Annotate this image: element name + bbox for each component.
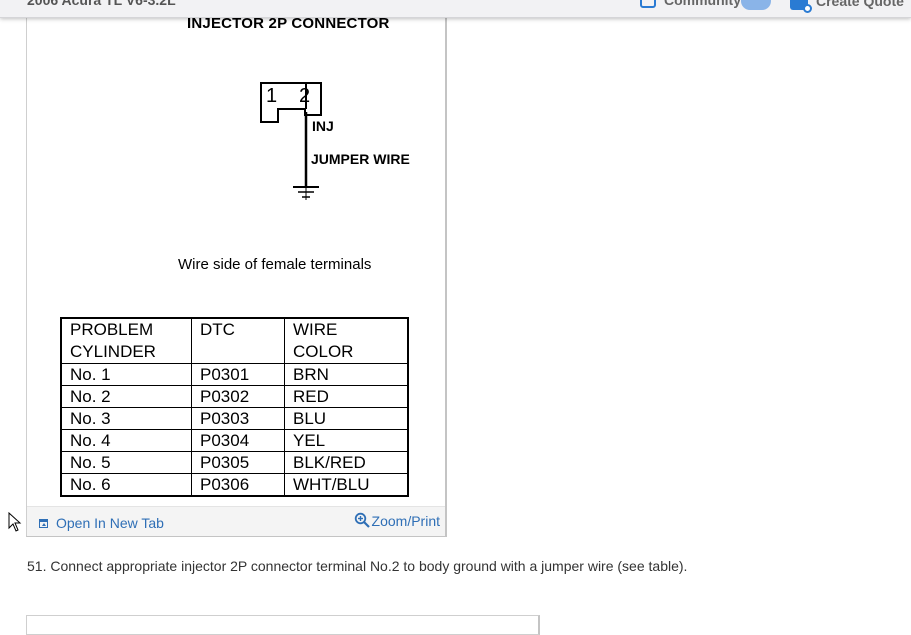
- open-in-new-tab-label: Open In New Tab: [56, 515, 164, 531]
- figure-card: INJECTOR 2P CONNECTOR 1 2 INJ JUMPER WIR…: [26, 0, 447, 537]
- header-line: PROBLEM: [70, 320, 154, 339]
- figure-actions-bar: Open In New Tab Zoom/Print: [27, 506, 445, 536]
- cylinder-dtc-table: PROBLEM CYLINDER DTC WIRE COLOR No. 1: [60, 317, 409, 497]
- community-button[interactable]: Community: [640, 0, 741, 8]
- dtc-cell: P0301: [191, 363, 285, 386]
- wire-color-cell: RED: [284, 385, 409, 408]
- instruction-step-51: 51. Connect appropriate injector 2P conn…: [27, 558, 688, 574]
- top-navigation-bar: 2006 Acura TL V6-3.2L Community Create Q…: [0, 0, 911, 18]
- community-icon: [640, 0, 656, 8]
- dtc-cell: P0305: [191, 451, 285, 474]
- table-row: No. 4 P0304 YEL: [60, 429, 409, 452]
- column-header-wire-color: WIRE COLOR: [284, 317, 409, 364]
- wire-color-cell: BLU: [284, 407, 409, 430]
- wire-color-cell: WHT/BLU: [284, 473, 409, 497]
- next-figure-card: [26, 615, 540, 635]
- column-header-problem-cylinder: PROBLEM CYLINDER: [60, 317, 192, 364]
- diagram-heading: INJECTOR 2P CONNECTOR: [187, 15, 390, 32]
- table-row: No. 3 P0303 BLU: [60, 407, 409, 430]
- zoom-print-label: Zoom/Print: [371, 512, 440, 529]
- column-header-dtc: DTC: [191, 317, 285, 364]
- table-row: No. 6 P0306 WHT/BLU: [60, 473, 409, 497]
- create-quote-icon: [790, 0, 812, 13]
- mouse-cursor-icon: [8, 512, 22, 532]
- create-quote-button[interactable]: Create Quote: [790, 0, 904, 13]
- cylinder-cell: No. 1: [60, 363, 192, 386]
- table-header-row: PROBLEM CYLINDER DTC WIRE COLOR: [60, 317, 409, 364]
- table-row: No. 2 P0302 RED: [60, 385, 409, 408]
- wiring-diagram[interactable]: INJECTOR 2P CONNECTOR 1 2 INJ JUMPER WIR…: [30, 0, 442, 506]
- cylinder-cell: No. 6: [60, 473, 192, 497]
- dtc-cell: P0303: [191, 407, 285, 430]
- header-line: DTC: [200, 320, 235, 339]
- cylinder-cell: No. 3: [60, 407, 192, 430]
- zoom-print-link[interactable]: Zoom/Print: [354, 512, 440, 529]
- wire-color-cell: BLK/RED: [284, 451, 409, 474]
- cylinder-cell: No. 4: [60, 429, 192, 452]
- dtc-cell: P0304: [191, 429, 285, 452]
- cylinder-cell: No. 2: [60, 385, 192, 408]
- header-line: WIRE: [293, 320, 338, 339]
- wire-color-cell: BRN: [284, 363, 409, 386]
- header-line: [200, 341, 284, 363]
- connector-diagram: [260, 82, 322, 200]
- jumper-wire-label: JUMPER WIRE: [311, 151, 410, 167]
- dtc-cell: P0306: [191, 473, 285, 497]
- open-in-new-tab-link[interactable]: Open In New Tab: [39, 515, 164, 531]
- wire-color-cell: YEL: [284, 429, 409, 452]
- pin-2-label: 2: [299, 85, 311, 107]
- create-quote-label: Create Quote: [816, 0, 904, 9]
- table-row: No. 5 P0305 BLK/RED: [60, 451, 409, 474]
- cylinder-cell: No. 5: [60, 451, 192, 474]
- community-count-badge[interactable]: [741, 0, 771, 10]
- document-title: 2006 Acura TL V6-3.2L: [27, 0, 176, 8]
- open-new-tab-icon: [39, 518, 48, 528]
- header-line: CYLINDER: [70, 342, 156, 361]
- dtc-cell: P0302: [191, 385, 285, 408]
- community-label: Community: [664, 0, 741, 8]
- diagram-caption: Wire side of female terminals: [178, 256, 372, 273]
- pin-1-label: 1: [266, 85, 278, 107]
- inj-label: INJ: [312, 118, 334, 134]
- header-line: COLOR: [293, 342, 354, 361]
- zoom-icon: [354, 512, 370, 528]
- table-row: No. 1 P0301 BRN: [60, 363, 409, 386]
